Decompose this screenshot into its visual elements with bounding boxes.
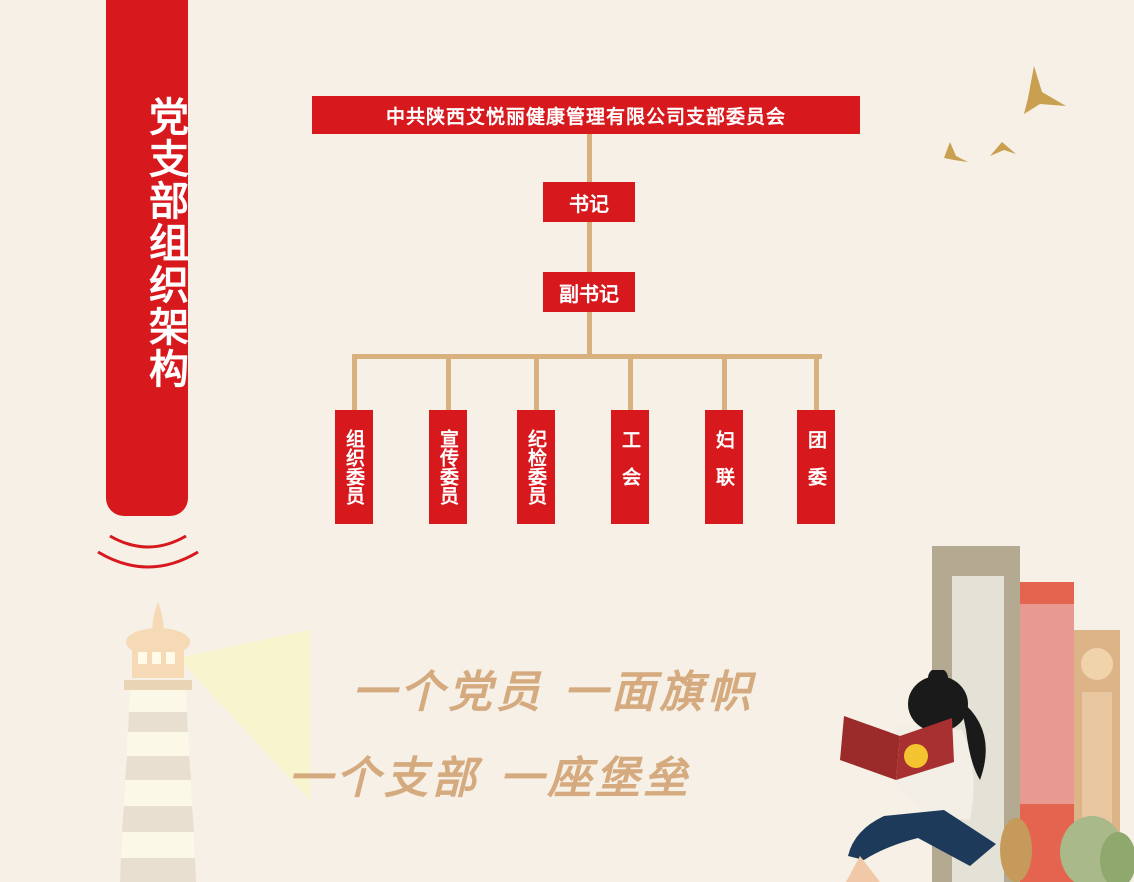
plant-icon	[1060, 816, 1134, 882]
connector-branch	[352, 354, 357, 410]
connector-branch	[722, 354, 727, 410]
connector-branch	[814, 354, 819, 410]
banner-title: 党支部组织架构	[142, 96, 188, 390]
slogan-line-1: 一个党员 一面旗帜	[352, 667, 756, 718]
connector-horizontal	[354, 354, 822, 359]
connector-branch	[628, 354, 633, 410]
connector-bottom	[587, 312, 592, 357]
member-box-organization: 组织委员	[335, 410, 373, 524]
connector-top	[587, 134, 592, 182]
member-box-youth: 团委	[797, 410, 835, 524]
member-box-discipline: 纪检委员	[517, 410, 555, 524]
lighthouse-icon	[120, 602, 310, 882]
party-emblem-icon	[904, 744, 928, 768]
connector-branch	[446, 354, 451, 410]
reading-girl-icon	[840, 670, 996, 882]
leaf-icon	[1000, 818, 1032, 882]
slogan-line-2: 一个支部 一座堡垒	[288, 753, 692, 804]
connector-middle	[587, 222, 592, 272]
birds-icon	[944, 66, 1066, 162]
member-box-publicity: 宣传委员	[429, 410, 467, 524]
member-box-union: 工会	[611, 410, 649, 524]
banner	[106, 0, 188, 516]
member-box-women: 妇联	[705, 410, 743, 524]
signal-waves-icon	[97, 534, 199, 569]
connector-branch	[534, 354, 539, 410]
secretary-box: 书记	[543, 182, 635, 222]
org-title-box: 中共陕西艾悦丽健康管理有限公司支部委员会	[312, 96, 860, 134]
deputy-secretary-box: 副书记	[543, 272, 635, 312]
